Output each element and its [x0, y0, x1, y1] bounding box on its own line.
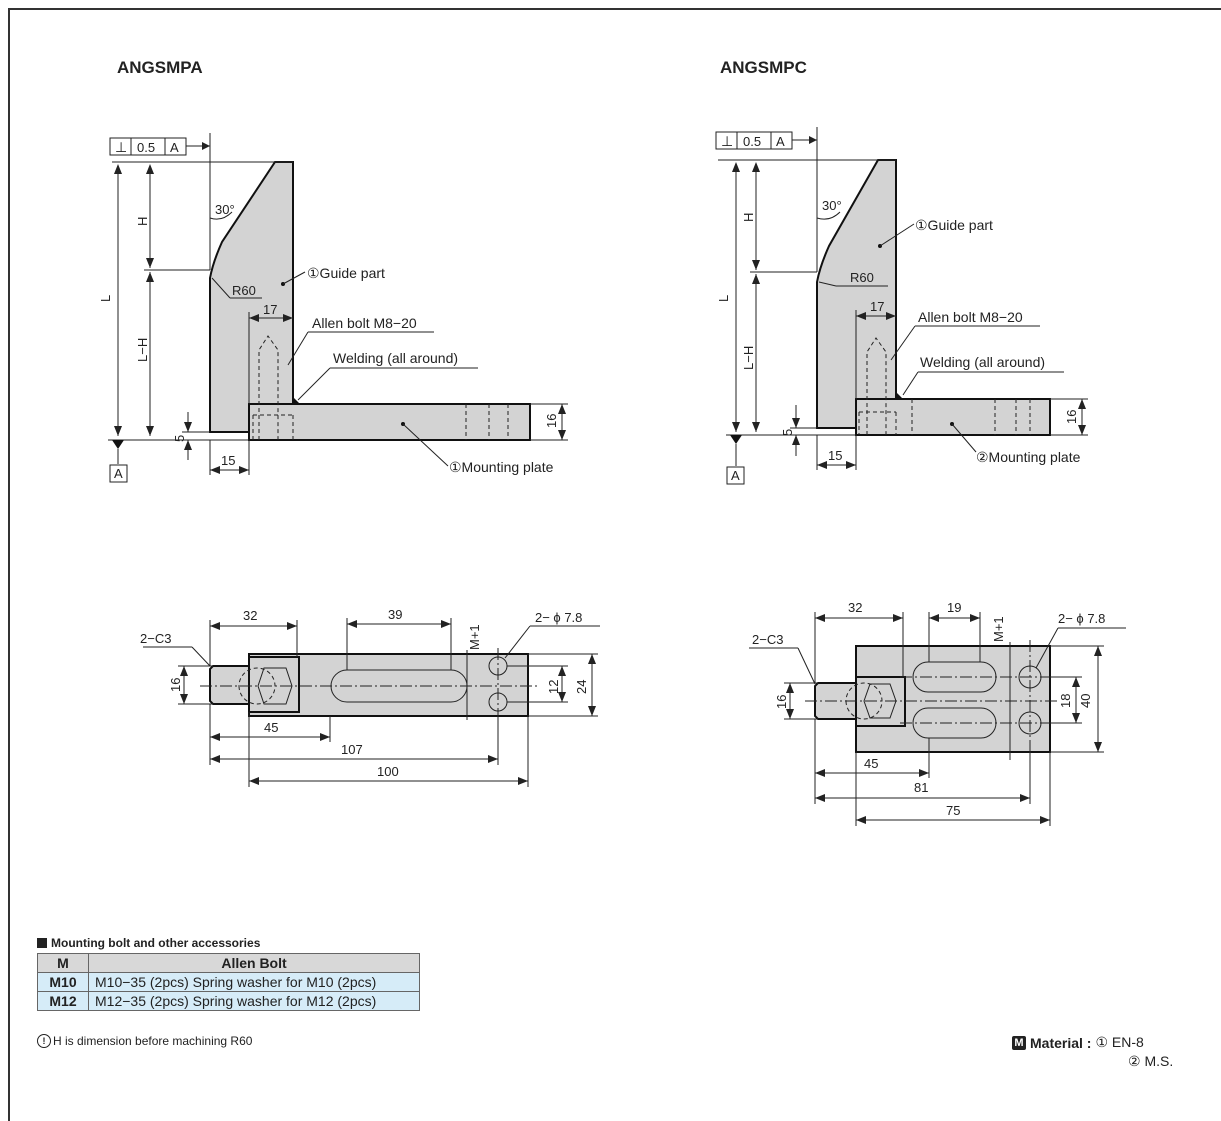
left-top-dim-107: 107 — [341, 742, 363, 757]
header-allen-bolt: Allen Bolt — [88, 953, 420, 973]
left-dim-17: 17 — [263, 302, 277, 317]
left-dim-H: H — [135, 217, 150, 226]
accessories-title: Mounting bolt and other accessories — [37, 936, 260, 950]
accessories-table: M Allen Bolt M10 M10−35 (2pcs) Spring wa… — [37, 953, 420, 1011]
left-tol-value: 0.5 — [137, 140, 155, 155]
right-dim-L: L — [716, 295, 731, 302]
exclamation-icon: ! — [37, 1034, 51, 1048]
right-dim-LH: L−H — [741, 346, 756, 370]
left-top-dim-100: 100 — [377, 764, 399, 779]
right-datum-A: A — [731, 468, 740, 483]
right-top-dim-81: 81 — [914, 780, 928, 795]
right-weld-mark — [896, 392, 903, 399]
material-label: Material : — [1030, 1034, 1092, 1051]
right-top-dim-16: 16 — [774, 695, 789, 709]
left-top-dim-12: 12 — [546, 680, 561, 694]
material-icon: M — [1012, 1035, 1026, 1050]
left-top-dim-m1: M+1 — [467, 624, 482, 650]
right-label-plate: ②Mounting plate — [976, 449, 1081, 465]
right-dim-angle: 30° — [822, 198, 842, 213]
right-label-bolt: Allen bolt M8−20 — [918, 309, 1023, 325]
left-top-dim-39: 39 — [388, 607, 402, 622]
left-dim-radius: R60 — [232, 283, 256, 298]
machining-note: ! H is dimension before machining R60 — [37, 1034, 252, 1048]
left-dim-16: 16 — [544, 414, 559, 428]
right-label-guide: ①Guide part — [915, 217, 993, 233]
right-top-dim-hole: 2− ϕ 7.8 — [1058, 611, 1105, 626]
table-header-row: M Allen Bolt — [37, 953, 420, 973]
right-dim-5: 5 — [780, 429, 795, 436]
left-guide-part — [209, 161, 294, 433]
right-top-dim-19: 19 — [947, 600, 961, 615]
left-label-guide: ①Guide part — [307, 265, 385, 281]
right-dim-16: 16 — [1064, 410, 1079, 424]
left-dim-5: 5 — [172, 435, 187, 442]
left-mounting-plate — [248, 403, 531, 441]
table-row: M10 M10−35 (2pcs) Spring washer for M10 … — [37, 972, 420, 992]
left-top-dim-24: 24 — [574, 680, 589, 694]
left-top-dim-c3: 2−C3 — [140, 631, 171, 646]
table-row: M12 M12−35 (2pcs) Spring washer for M12 … — [37, 991, 420, 1011]
right-tol-symbol: ⊥ — [721, 133, 733, 149]
right-top-dim-32: 32 — [848, 600, 862, 615]
left-weld-mark — [293, 397, 300, 404]
left-view-title: ANGSMPA — [117, 58, 203, 77]
header-m: M — [37, 953, 89, 973]
right-dim-17: 17 — [870, 299, 884, 314]
right-label-weld: Welding (all around) — [920, 354, 1045, 370]
left-dim-L: L — [98, 295, 113, 302]
right-top-dim-c3: 2−C3 — [752, 632, 783, 647]
right-dim-H: H — [741, 213, 756, 222]
right-top-dim-40: 40 — [1078, 694, 1093, 708]
right-top-dim-m1: M+1 — [991, 616, 1006, 642]
material-item: ① EN-8 — [1095, 1034, 1144, 1050]
right-dim-15: 15 — [828, 448, 842, 463]
material-item: ② M.S. — [1128, 1053, 1174, 1069]
right-top-dim-18: 18 — [1058, 694, 1073, 708]
left-label-weld: Welding (all around) — [333, 350, 458, 366]
right-tol-value: 0.5 — [743, 134, 761, 149]
right-bolt-hidden — [858, 337, 913, 435]
left-label-plate: ①Mounting plate — [449, 459, 554, 475]
left-dim-angle: 30° — [215, 202, 235, 217]
sheet-border — [8, 8, 1221, 1121]
left-top-dim-16: 16 — [168, 678, 183, 692]
right-dim-radius: R60 — [850, 270, 874, 285]
left-bolt-hidden — [252, 335, 294, 440]
left-top-dim-32: 32 — [243, 608, 257, 623]
right-view-title: ANGSMPC — [720, 58, 807, 77]
left-tol-symbol: ⊥ — [115, 139, 127, 155]
right-top-dim-75: 75 — [946, 803, 960, 818]
right-guide-part — [816, 159, 897, 429]
right-mounting-plate — [855, 398, 1051, 436]
left-datum-A: A — [114, 466, 123, 481]
right-top-dim-45: 45 — [864, 756, 878, 771]
left-tol-datum: A — [170, 140, 179, 155]
material-legend: M Material : ① EN-8 ② M.S. — [1012, 1034, 1173, 1070]
left-dim-15: 15 — [221, 453, 235, 468]
left-dim-LH: L−H — [135, 338, 150, 362]
right-tol-datum: A — [776, 134, 785, 149]
left-label-bolt: Allen bolt M8−20 — [312, 315, 417, 331]
left-top-dim-hole: 2− ϕ 7.8 — [535, 610, 582, 625]
left-top-dim-45: 45 — [264, 720, 278, 735]
square-bullet-icon — [37, 938, 47, 948]
